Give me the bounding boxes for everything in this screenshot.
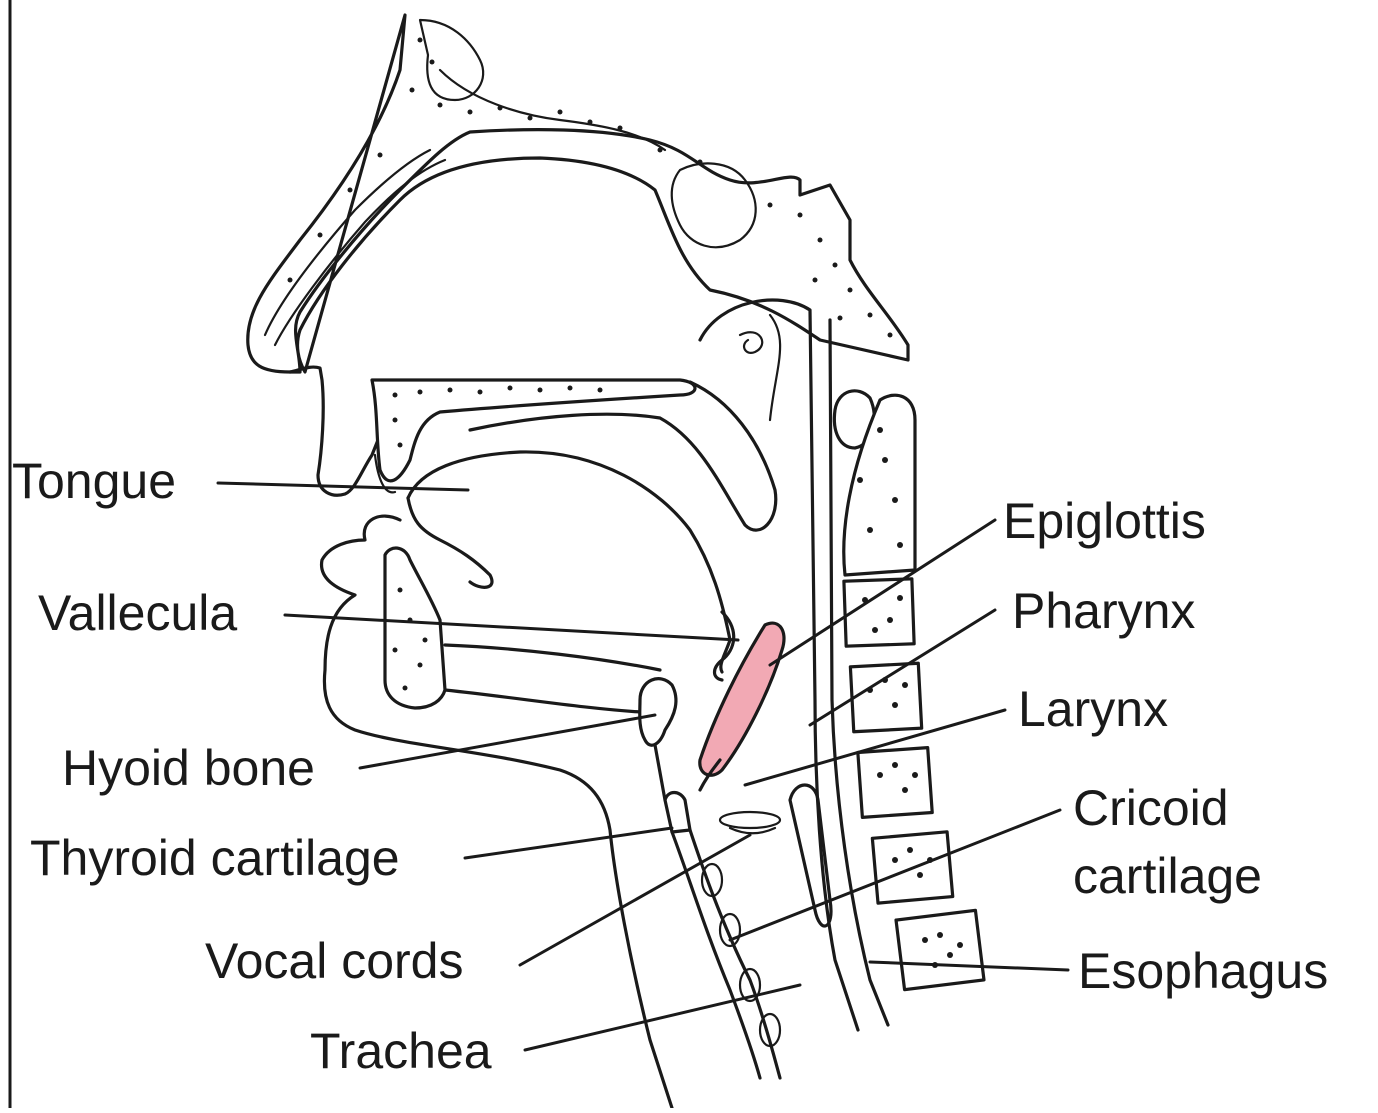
tongue-outline: [408, 452, 730, 672]
epiglottis-shape: [700, 623, 784, 775]
leader-trachea: [525, 985, 800, 1050]
upper-jaw-palate: [290, 367, 695, 495]
lower-jaw: [322, 516, 672, 1108]
labels: Tongue Vallecula Hyoid bone Thyroid cart…: [12, 453, 1328, 1079]
vallecula-fold: [715, 612, 734, 680]
label-larynx: Larynx: [1018, 681, 1168, 737]
label-vocal-cords: Vocal cords: [205, 933, 463, 989]
hyoid-bone: [640, 679, 676, 746]
leader-vallecula: [285, 615, 738, 640]
leader-thyroid: [465, 828, 672, 858]
leader-tongue: [218, 483, 468, 490]
label-epiglottis: Epiglottis: [1003, 493, 1206, 549]
label-trachea: Trachea: [310, 1023, 492, 1079]
label-esophagus: Esophagus: [1078, 943, 1328, 999]
cervical-vertebrae: [834, 391, 984, 990]
label-thyroid-cartilage: Thyroid cartilage: [30, 830, 400, 886]
label-vallecula: Vallecula: [38, 585, 237, 641]
label-tongue: Tongue: [12, 453, 176, 509]
label-pharynx: Pharynx: [1012, 583, 1195, 639]
label-hyoid-bone: Hyoid bone: [62, 740, 315, 796]
label-cricoid-line2: cartilage: [1073, 848, 1262, 904]
label-cricoid-line1: Cricoid: [1073, 780, 1229, 836]
tongue-underside: [408, 498, 492, 587]
